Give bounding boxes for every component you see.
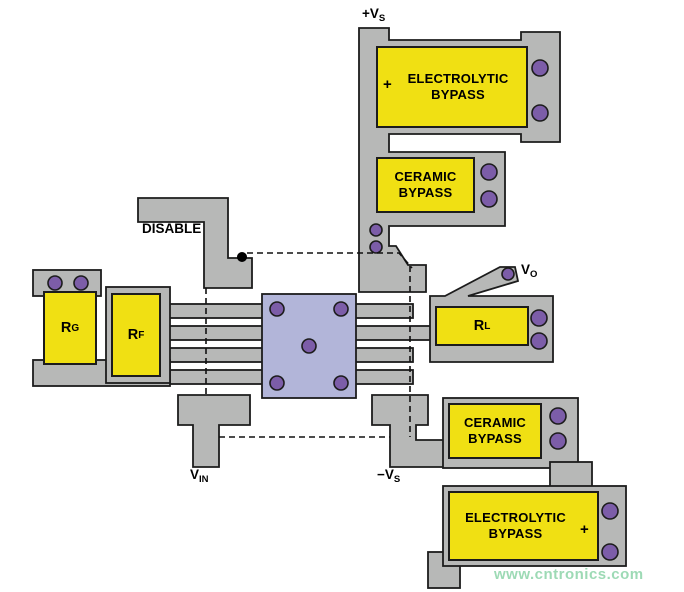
cap-ceramic-top [376,157,475,213]
via [301,338,317,354]
via [269,375,285,391]
disable-label: DISABLE [142,221,202,236]
trace-vin [177,394,251,468]
via [530,332,548,350]
jumper-layer [205,252,413,438]
via [601,543,619,561]
ic-pin-left-4 [167,369,265,385]
via [480,190,498,208]
ic-pin-right-1 [354,303,414,319]
electrolytic-bypass-top-label: ELECTROLYTIC BYPASS [407,71,509,102]
ic-pin-left-3 [167,347,265,363]
electrolytic-bottom-polarity: + [580,521,589,538]
via [47,275,63,291]
via [601,502,619,520]
ic-pin-right-2 [354,325,438,341]
ceramic-bypass-bottom-label: CERAMIC BYPASS [463,415,527,446]
ic-pin-left-2 [167,325,265,341]
via [333,301,349,317]
via [369,240,383,254]
vin-label: VIN [190,467,209,485]
via [73,275,89,291]
via [549,432,567,450]
via [530,309,548,327]
res-rf [111,293,161,377]
via [333,375,349,391]
ic-pin-right-4 [354,369,414,385]
cap-ceramic-bottom [448,403,542,459]
trace-disable [137,197,253,289]
via [549,407,567,425]
via [369,223,383,237]
via [501,267,515,281]
via [480,163,498,181]
ic-pin-right-3 [354,347,414,363]
via [269,301,285,317]
via [531,104,549,122]
junction-dot [237,252,247,262]
ceramic-bypass-top-label: CERAMIC BYPASS [394,169,457,200]
vs-plus-label: +VS [362,6,386,24]
via [531,59,549,77]
via-layer [47,59,619,561]
components-layer [43,46,599,561]
electrolytic-top-polarity: + [383,76,392,93]
res-rl [435,306,529,346]
watermark-text: www.cntronics.com [494,566,644,583]
res-rg [43,291,97,365]
vs-minus-label: −VS [377,467,401,485]
vo-label: VO [521,262,538,280]
jumper-disable [247,252,413,269]
cap-electrolytic-bottom [448,491,599,561]
ic-pin-left-1 [167,303,265,319]
electrolytic-bypass-bottom-label: ELECTROLYTIC BYPASS [465,510,566,541]
cap-electrolytic-top [376,46,528,128]
trace-vs-minus [371,394,446,468]
